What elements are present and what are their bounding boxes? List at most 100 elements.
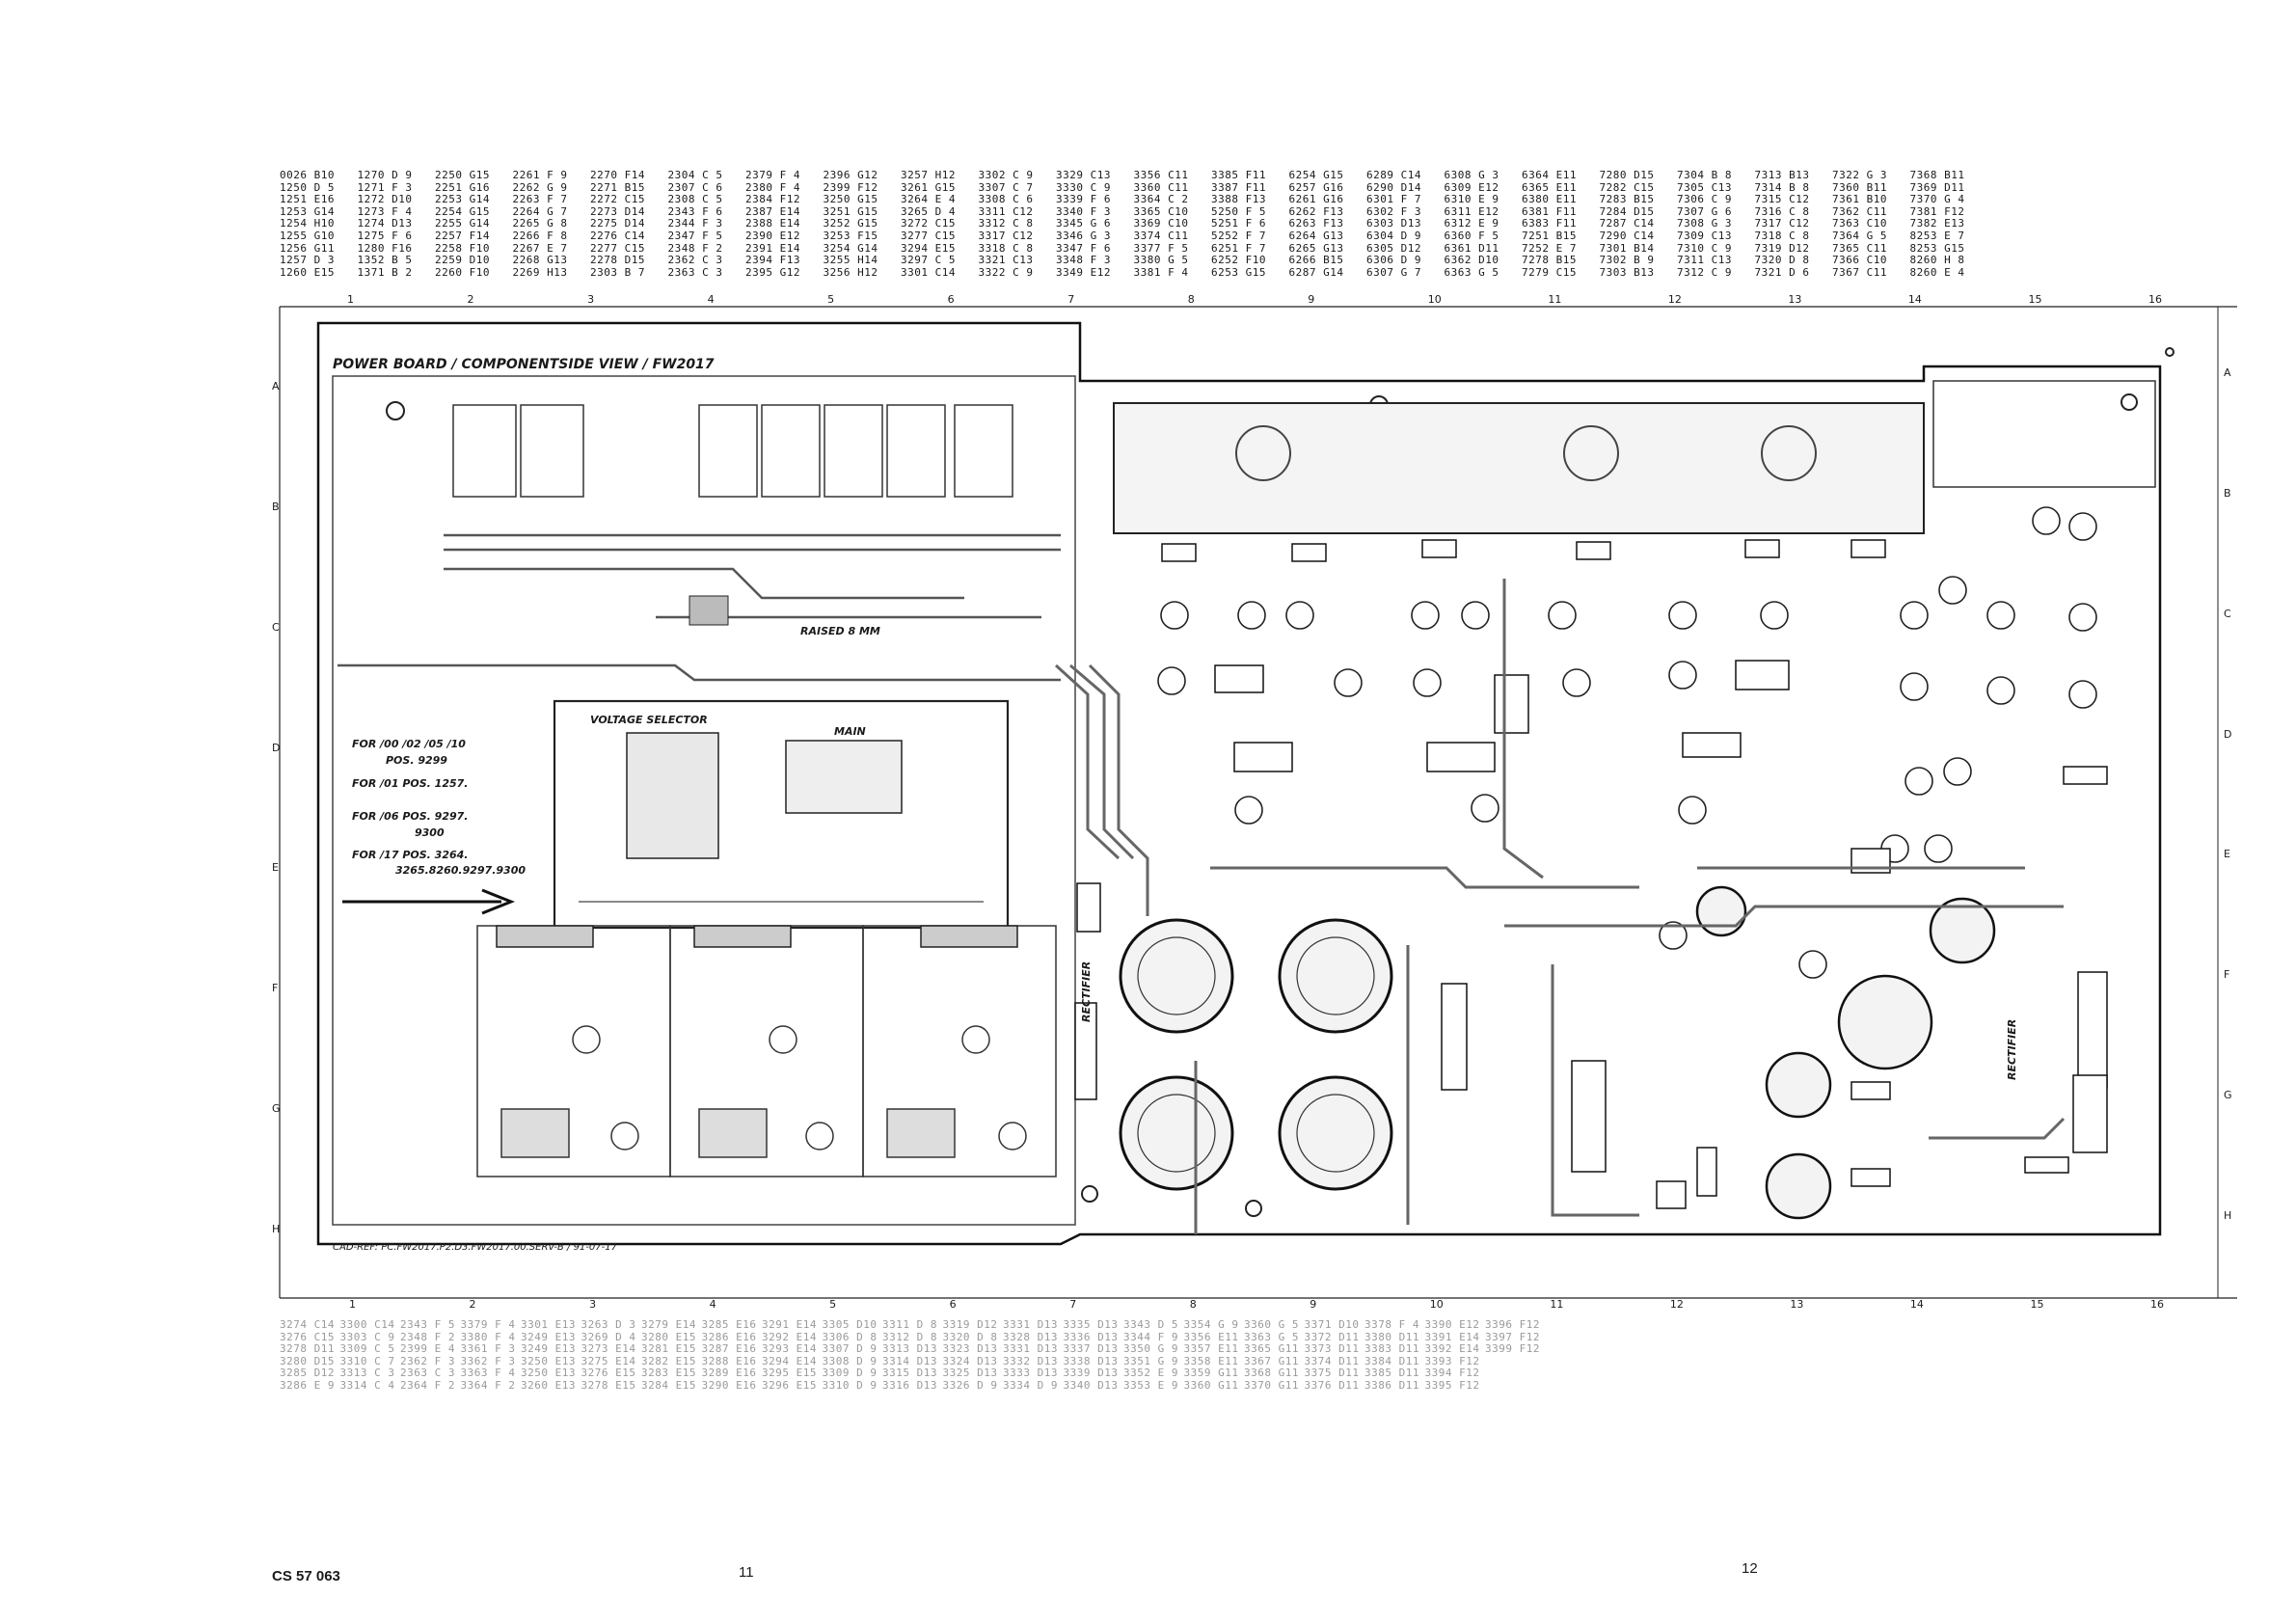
reference-entry: 3272 C15	[901, 217, 956, 230]
reference-entry: 7305 C13	[1677, 180, 1732, 194]
reference-entry: 2253 G14	[435, 193, 490, 206]
grid-label: F	[272, 982, 279, 995]
reference-entry: 3314 C 4	[339, 1378, 395, 1392]
reference-entry: 2362 C 3	[667, 254, 723, 267]
grid-label: 7	[1069, 1298, 1077, 1311]
voltage-selector-label: VOLTAGE SELECTOR	[590, 714, 708, 726]
reference-entry: 5252 F 7	[1211, 229, 1266, 242]
reference-entry: 6264 G13	[1288, 229, 1344, 242]
reference-entry: 1260 E15	[280, 265, 335, 279]
reference-entry: 3360 G 5	[1244, 1318, 1299, 1331]
reference-entry: 3312 D 8	[882, 1330, 937, 1343]
reference-entry: 3394 F12	[1424, 1367, 1480, 1380]
reference-entry: 3333 D13	[1003, 1367, 1058, 1380]
grid-label: H	[2224, 1209, 2232, 1222]
reference-entry: 3364 C 2	[1133, 193, 1189, 206]
reference-entry: 7382 E13	[1909, 217, 1965, 230]
reference-entry: 5251 F 6	[1211, 217, 1266, 230]
reference-entry: 2275 D14	[590, 217, 645, 230]
reference-entry: 3313 C 3	[339, 1367, 395, 1380]
reference-entry: 2260 F10	[435, 265, 490, 279]
reference-entry: 3308 D 9	[822, 1354, 878, 1367]
grid-label: 16	[2148, 293, 2162, 306]
reference-entry: 3345 G 6	[1056, 217, 1111, 230]
reference-entry: 3252 G15	[823, 217, 878, 230]
reference-entry: 3395 F12	[1424, 1378, 1480, 1392]
reference-entry: 2250 G15	[435, 169, 490, 181]
reference-entry: 3370 G11	[1244, 1378, 1299, 1392]
grid-label: D	[272, 741, 281, 754]
reference-entry: 2278 D15	[590, 254, 645, 267]
reference-entry: 3318 C 8	[978, 241, 1034, 255]
reference-entry: 2363 C 3	[400, 1367, 455, 1380]
reference-entry: 3261 G15	[901, 180, 956, 194]
reference-entry: 3314 D13	[882, 1354, 937, 1367]
note-line-6: FOR /17 POS. 3264.	[352, 849, 469, 861]
reference-entry: 3346 G 3	[1056, 229, 1111, 242]
reference-entry: 7251 B15	[1522, 229, 1577, 242]
reference-entry: 2394 F13	[745, 254, 800, 267]
reference-entry: 2268 G13	[512, 254, 568, 267]
reference-entry: 3276 C15	[280, 1330, 335, 1343]
reference-entry: 1271 F 3	[357, 180, 413, 194]
reference-entry: 3320 D 8	[942, 1330, 998, 1343]
reference-entry: 7315 C12	[1754, 193, 1810, 206]
connector-tab	[689, 595, 729, 626]
reference-entry: 3285 E16	[701, 1318, 757, 1331]
reference-entry: 1272 D10	[357, 193, 413, 206]
reference-entry: 3361 F 3	[460, 1342, 516, 1356]
reference-entry: 3380 G 5	[1133, 254, 1189, 267]
reference-entry: 3295 E15	[762, 1367, 817, 1380]
reference-entry: 3285 D12	[280, 1367, 335, 1380]
reference-entry: 3388 F13	[1211, 193, 1266, 206]
reference-entry: 7278 B15	[1522, 254, 1577, 267]
reference-entry: 3337 D13	[1063, 1342, 1119, 1356]
grid-label: 7	[1067, 293, 1075, 306]
note-line-1: FOR /00 /02 /05 /10	[352, 738, 466, 750]
reference-entry: 6362 D10	[1444, 254, 1499, 267]
resistor-blocks	[1074, 539, 2108, 1209]
reference-entry: 3340 F 3	[1056, 204, 1111, 218]
reference-entry: 3311 D 8	[882, 1318, 937, 1331]
grid-label: 10	[1429, 1298, 1444, 1311]
reference-entry: 8253 G15	[1909, 241, 1965, 255]
reference-entry: 7314 B 8	[1754, 180, 1810, 194]
reference-entry: 7362 C11	[1832, 204, 1887, 218]
reference-entry: 3275 E14	[581, 1354, 636, 1367]
reference-entry: 6289 C14	[1366, 169, 1421, 181]
reference-entry: 3297 C 5	[901, 254, 956, 267]
reference-entry: 3356 C11	[1133, 169, 1189, 181]
reference-entry: 3279 E14	[641, 1318, 696, 1331]
reference-entry: 6365 E11	[1522, 180, 1577, 194]
grid-label: 5	[827, 293, 835, 306]
reference-entry: 2270 F14	[590, 169, 645, 181]
reference-entry: 3326 D 9	[942, 1378, 998, 1392]
reference-entry: 3288 E16	[701, 1354, 757, 1367]
reference-entry: 3312 C 8	[978, 217, 1034, 230]
reference-entry: 3356 E11	[1183, 1330, 1239, 1343]
reference-entry: 5250 F 5	[1211, 204, 1266, 218]
grid-label: G	[272, 1102, 281, 1116]
reference-entry: 7363 C10	[1832, 217, 1887, 230]
reference-entry: 2391 E14	[745, 241, 800, 255]
reference-entry: 3331 D13	[1003, 1318, 1058, 1331]
grid-label: 5	[829, 1298, 837, 1311]
reference-entry: 3331 D13	[1003, 1342, 1058, 1356]
reference-entry: 6257 G16	[1288, 180, 1344, 194]
reference-entry: 1274 D13	[357, 217, 413, 230]
reference-entry: 3294 E14	[762, 1354, 817, 1367]
reference-entry: 3291 E14	[762, 1318, 817, 1331]
reference-entry: 7282 C15	[1599, 180, 1655, 194]
rectifier-label-left: RECTIFIER	[1080, 961, 1093, 1022]
reference-entry: 1270 D 9	[357, 169, 413, 181]
reference-entry: 3360 G11	[1183, 1378, 1239, 1392]
